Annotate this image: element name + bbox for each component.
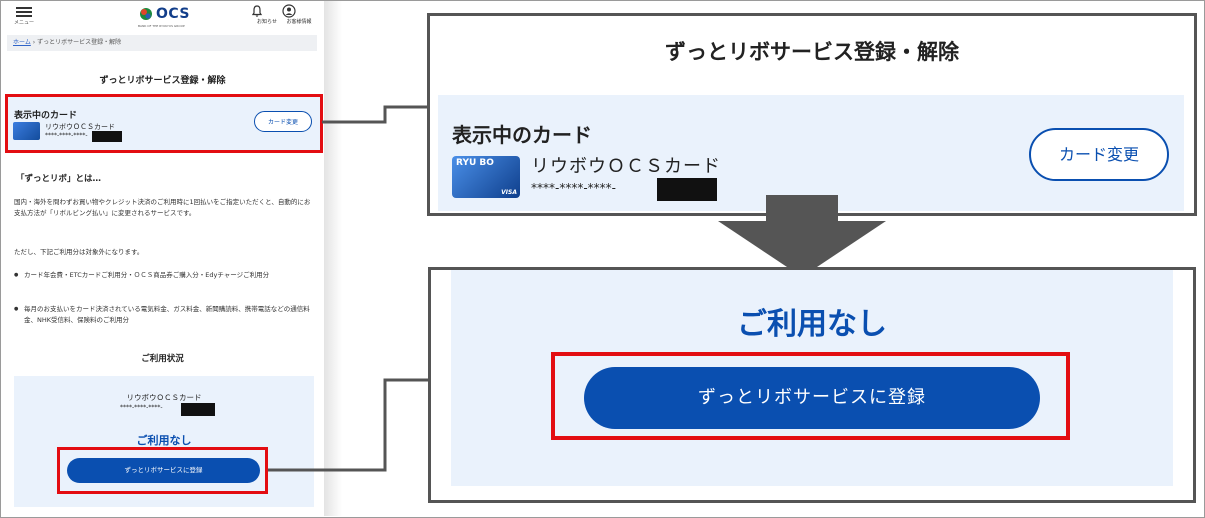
usage-card-number: ****-****-****- — [120, 404, 163, 411]
change-card-button[interactable]: カード変更 — [254, 111, 312, 132]
card-number: ****-****-****- — [45, 132, 88, 139]
zoom-usage-panel: ご利用なし ずっとリボサービスに登録 — [451, 270, 1173, 486]
zoom-card-name: リウボウＯＣＳカード — [531, 156, 721, 177]
about-heading: 「ずっとリボ」とは… — [16, 174, 102, 184]
usage-status-text: ご利用なし — [136, 434, 192, 447]
zoom-callout-card: ずっとリボサービス登録・解除 表示中のカード RYU BO VISA リウボウＯ… — [427, 13, 1197, 216]
zoom-register-button[interactable]: ずっとリボサービスに登録 — [584, 367, 1040, 429]
page-title: ずっとリボサービス登録・解除 — [99, 76, 226, 86]
menu-label: メニュー — [13, 20, 34, 26]
panel-shadow — [324, 1, 342, 516]
highlight-frame-zoom-register — [551, 352, 1070, 440]
card-name: リウボウＯＣＳカード — [45, 123, 115, 131]
mobile-screen: メニュー OCS BANK OF THE RYUKYUS GROUP お知らせ — [1, 1, 324, 516]
zoom-current-card-label: 表示中のカード — [452, 123, 592, 147]
usage-status-panel: リウボウＯＣＳカード ****-****-****- ご利用なし ずっとリボサー… — [14, 376, 314, 507]
visa-logo: VISA — [501, 189, 517, 196]
about-description: 国内・海外を問わずお買い物やクレジット決済のご利用時に1回払いをご指定いただくと… — [14, 198, 311, 217]
hamburger-icon-line — [16, 15, 32, 17]
account-icon — [282, 4, 296, 18]
account-button[interactable]: お客様情報 — [282, 4, 316, 25]
exclusion-item: カード年会費・ETCカードご利用分・ＯＣＳ商品券ご購入分・Edyチャージご利用分 — [14, 270, 314, 281]
exclusion-item: 毎月のお支払いをカード決済されている電気料金、ガス料金、新聞購読料、携帯電話など… — [14, 304, 314, 326]
menu-button[interactable]: メニュー — [13, 5, 35, 26]
notifications-label: お知らせ — [257, 19, 277, 25]
zoom-current-card-panel: 表示中のカード RYU BO VISA リウボウＯＣＳカード ****-****… — [438, 95, 1184, 211]
zoom-page-title: ずっとリボサービス登録・解除 — [665, 40, 959, 64]
zoom-card-number-redaction — [657, 178, 717, 201]
breadcrumb-separator: › — [32, 39, 36, 46]
ocs-logo-mark-icon — [140, 8, 152, 20]
usage-status-heading: ご利用状況 — [141, 354, 184, 364]
current-card-label: 表示中のカード — [14, 111, 78, 121]
logo-text: OCS — [156, 6, 191, 22]
usage-card-name: リウボウＯＣＳカード — [126, 393, 202, 402]
zoom-callout-register: ご利用なし ずっとリボサービスに登録 — [428, 267, 1196, 503]
ocs-logo[interactable]: OCS BANK OF THE RYUKYUS GROUP — [134, 3, 194, 29]
hamburger-icon — [16, 7, 32, 9]
account-label: お客様情報 — [286, 19, 312, 25]
connector-line-bottom — [268, 378, 430, 472]
breadcrumb: ホーム › ずっとリボサービス登録・解除 — [7, 35, 317, 51]
zoom-card-number: ****-****-****- — [531, 181, 616, 195]
card-image: RYU BO VISA — [452, 156, 520, 198]
bell-icon — [251, 5, 263, 17]
connector-line-top — [322, 105, 430, 124]
usage-card-number-redaction — [181, 403, 215, 416]
notifications-button[interactable]: お知らせ — [250, 4, 284, 25]
highlight-frame-register — [57, 447, 268, 494]
app-header: メニュー OCS BANK OF THE RYUKYUS GROUP お知らせ — [1, 1, 324, 33]
hamburger-icon-line — [16, 11, 32, 13]
down-arrow-icon — [718, 195, 886, 277]
breadcrumb-home-link[interactable]: ホーム — [13, 39, 31, 46]
card-face-text: RYU BO — [456, 158, 494, 168]
card-number-redaction — [92, 131, 122, 142]
logo-subtext: BANK OF THE RYUKYUS GROUP — [138, 24, 185, 28]
zoom-usage-status-text: ご利用なし — [737, 307, 887, 342]
register-zutto-ribo-button[interactable]: ずっとリボサービスに登録 — [67, 458, 260, 483]
zoom-change-card-button[interactable]: カード変更 — [1029, 128, 1169, 181]
card-thumbnail — [13, 122, 40, 140]
exclusion-note: ただし、下記ご利用分は対象外になります。 — [14, 248, 144, 256]
breadcrumb-current: ずっとリボサービス登録・解除 — [37, 39, 122, 46]
current-card-panel: 表示中のカード リウボウＯＣＳカード ****-****-****- カード変更 — [8, 96, 320, 151]
highlight-frame-card — [5, 94, 323, 153]
